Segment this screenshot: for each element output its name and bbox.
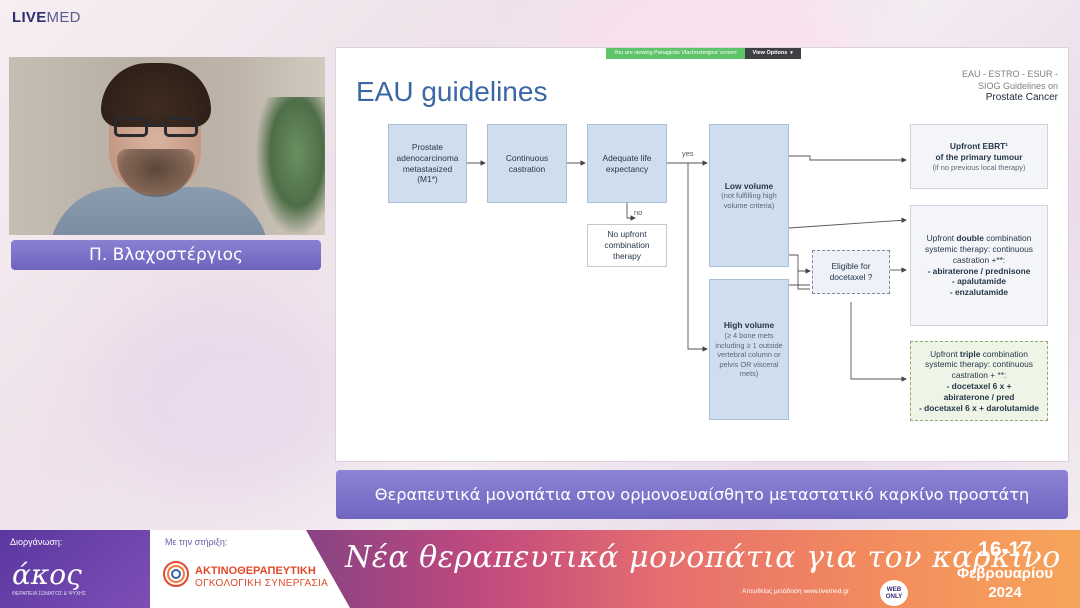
organizer-panel <box>0 530 150 608</box>
yes-label: yes <box>682 149 694 158</box>
guideline-source: EAU - ESTRO - ESUR - SIOG Guidelines on … <box>961 69 1058 103</box>
event-banner: Διοργάνωση: άκος ΘΕΡΑΠΕΙΑ ΣΩΜΑΤΟΣ & ΨΥΧΗ… <box>0 530 1080 608</box>
speaker-video <box>9 57 325 235</box>
sponsor-logo-icon <box>163 561 189 587</box>
event-title: Νέα θεραπευτικά μονοπάτια για τον καρκίν… <box>345 540 1061 575</box>
event-date: 16-17 Φεβρουαρίου 2024 <box>956 538 1054 601</box>
view-options-button[interactable]: View Options ▾ <box>744 48 801 59</box>
sponsor-name: ΑΚΤΙΝΟΘΕΡΑΠΕΥΤΙΚΗ <box>195 565 316 577</box>
organizer-label: Διοργάνωση: <box>10 537 63 547</box>
no-label: no <box>634 208 643 217</box>
livemed-logo: LIVEMED <box>12 9 81 26</box>
flow-node-upfront-triple-combination: Upfront triple combination systemic ther… <box>910 341 1048 421</box>
flow-node-upfront-double-combination: Upfront double combination systemic ther… <box>910 205 1048 326</box>
flow-node-adequate-life-expectancy: Adequate life expectancy <box>587 124 667 203</box>
view-options-label: View Options <box>752 50 788 56</box>
screen-share-notice: You are viewing Panagiotis Vlachostergio… <box>606 48 745 59</box>
slide-title: EAU guidelines <box>356 76 548 107</box>
shared-screen: You are viewing Panagiotis Vlachostergio… <box>336 48 1068 461</box>
sponsor-name-line2: ΟΓΚΟΛΟΓΙΚΗ ΣΥΝΕΡΓΑΣΙΑ <box>195 578 329 589</box>
organizer-tagline: ΘΕΡΑΠΕΙΑ ΣΩΜΑΤΟΣ & ΨΥΧΗΣ <box>12 591 86 597</box>
flow-node-low-volume: Low volume (not fulfilling high volume c… <box>709 124 789 267</box>
organizer-logo: άκος <box>12 558 82 591</box>
flow-node-no-upfront-combination: No upfront combination therapy <box>587 224 667 267</box>
flow-node-prostate-adenocarcinoma: Prostate adenocarcinoma metastasized (M1… <box>388 124 467 203</box>
web-only-badge: WEB ONLY <box>880 580 908 606</box>
flow-node-high-volume: High volume (≥ 4 bone mets including ≥ 1… <box>709 279 789 420</box>
chevron-down-icon: ▾ <box>790 50 793 56</box>
flow-node-upfront-ebrt: Upfront EBRT¹ of the primary tumour (if … <box>910 124 1048 189</box>
talk-caption: Θεραπευτικά μονοπάτια στον ορμονοευαίσθη… <box>336 470 1068 519</box>
flow-node-eligible-docetaxel: Eligible for docetaxel ? <box>812 250 890 294</box>
screen-share-bar: You are viewing Panagiotis Vlachostergio… <box>606 48 801 59</box>
background-glow <box>100 300 360 500</box>
support-label: Με την στήριξη: <box>165 537 228 547</box>
stream-note: Απευθείας μετάδοση www.livemed.gr <box>742 588 849 595</box>
flow-node-continuous-castration: Continuous castration <box>487 124 567 203</box>
speaker-name-label: Π. Βλαχοστέργιος <box>11 240 321 270</box>
